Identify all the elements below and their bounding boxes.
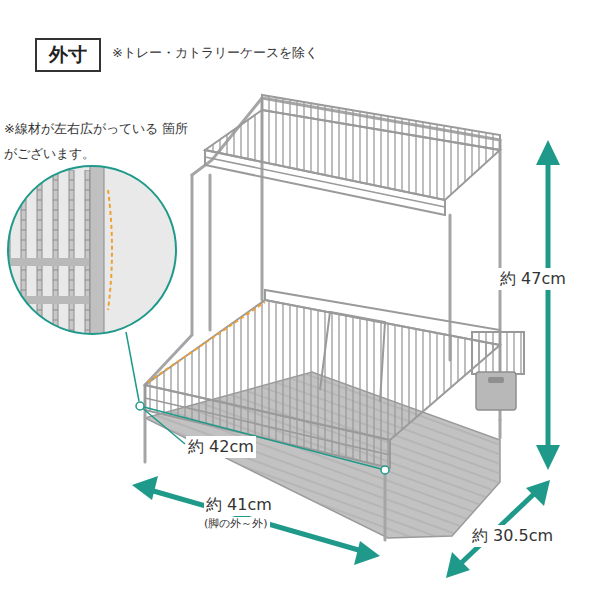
callout-note: ※線材が左右広がっている 箇所がございます。 — [4, 117, 190, 166]
heading-box: 外寸 — [35, 38, 101, 72]
dimension: 約 42cm — [186, 436, 256, 458]
dimension: 約 41cm — [204, 494, 274, 516]
heading-text: 外寸 — [49, 42, 87, 68]
dimension: 約 30.5cm — [470, 525, 555, 547]
dimension: 約 47cm — [498, 268, 568, 290]
dimension-note: (脚の外～外) — [202, 517, 270, 532]
note: ※トレー・カトラリーケースを除く — [112, 44, 318, 62]
